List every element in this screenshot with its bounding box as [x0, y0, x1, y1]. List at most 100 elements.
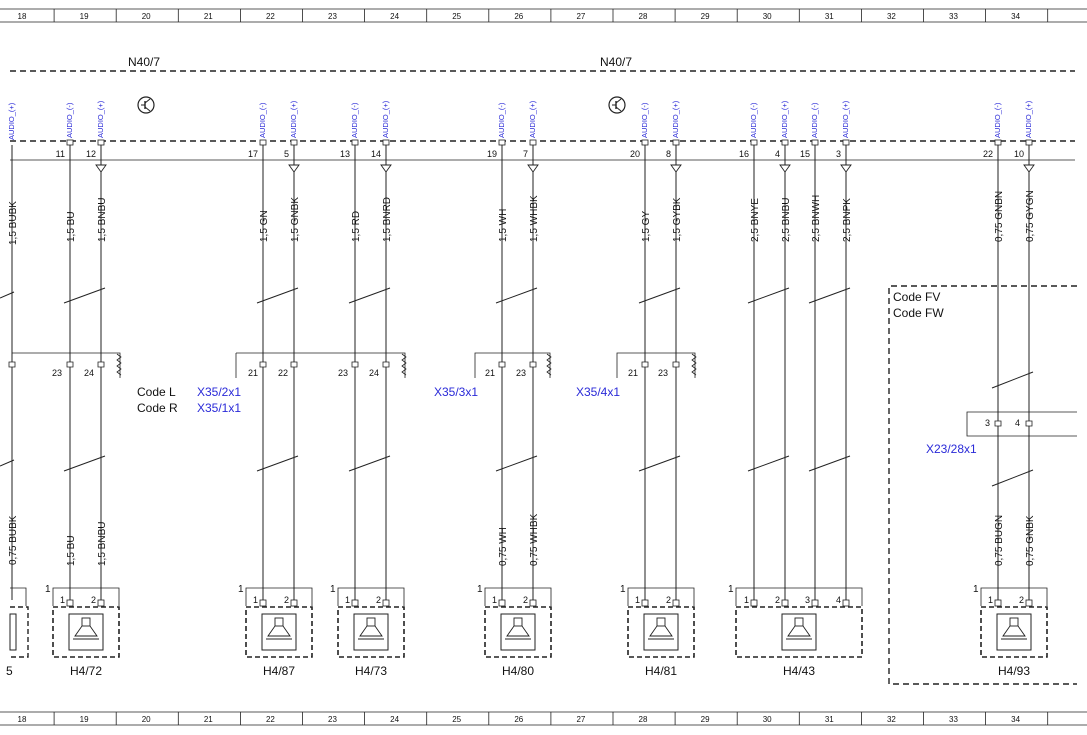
pin-number: 22: [983, 149, 993, 159]
pin-label: AUDIO_(-): [640, 102, 649, 138]
speaker-pin-label: 2: [1019, 595, 1024, 605]
triangle-marker-icon: [779, 164, 791, 173]
ruler-number: 33: [949, 715, 958, 724]
connector-pin-label: 23: [516, 368, 526, 378]
connector-pin: [97, 361, 105, 368]
pin-number: 14: [371, 149, 381, 159]
pin-label: AUDIO_(+): [528, 100, 537, 138]
twist-mark: [495, 287, 538, 304]
wire-label: 2,5 BNWH: [811, 195, 822, 242]
ruler-number: 29: [701, 12, 710, 21]
connector-pin: [1025, 420, 1033, 427]
speaker-icon: [500, 613, 536, 651]
speaker-corner-label: 1: [330, 584, 336, 595]
twist-mark: [638, 287, 681, 304]
pin-label: AUDIO_(-): [497, 102, 506, 138]
speaker-icon: [781, 613, 817, 651]
connector-pin: [290, 361, 298, 368]
wire-label: 1,5 GYBK: [672, 197, 683, 242]
speaker-pin-label: 4: [836, 595, 841, 605]
twist-mark: [348, 455, 391, 472]
connector-x35-1x1-label: X35/1x1: [197, 401, 241, 415]
connector-pin: [382, 361, 390, 368]
pin-number: 17: [248, 149, 258, 159]
connector-pin: [66, 361, 74, 368]
connector-x35-2x1-label: X35/2x1: [197, 385, 241, 399]
speaker-label: H4/87: [263, 664, 295, 678]
connector-pin-label: 24: [84, 368, 94, 378]
speaker-pin-label: 1: [60, 595, 65, 605]
connector-x35-4x1-label: X35/4x1: [576, 385, 620, 399]
connector-pin: [351, 361, 359, 368]
speaker-pin-label: 2: [284, 595, 289, 605]
speaker-pin-label: 2: [91, 595, 96, 605]
pin-number: 8: [666, 149, 671, 159]
speaker-corner-label: 1: [477, 584, 483, 595]
ruler-number: 31: [825, 12, 834, 21]
pin-label: AUDIO_(+): [1024, 100, 1033, 138]
connector-x23-28x1: 3 4 X23/28x1: [926, 411, 1077, 456]
pin-number: 19: [487, 149, 497, 159]
connector-pin-label: 23: [338, 368, 348, 378]
speaker-label: H4/80: [502, 664, 534, 678]
ruler-number: 33: [949, 12, 958, 21]
ruler-number: 18: [18, 715, 27, 724]
wire: 20 AUDIO_(-) 1,5 GY: [630, 102, 652, 600]
connector-pin-label: 21: [485, 368, 495, 378]
pin-number: 3: [836, 149, 841, 159]
twist-mark: [63, 287, 106, 304]
speaker-pin-label: 2: [775, 595, 780, 605]
connector-pin-label: 22: [278, 368, 288, 378]
speaker-pin-label: 1: [635, 595, 640, 605]
speaker-corner-label: 1: [973, 584, 979, 595]
speaker-label: 5: [6, 664, 13, 678]
pin-label: AUDIO_(+): [289, 100, 298, 138]
twist-mark: [747, 455, 790, 472]
wire-label: 1,5 GY: [641, 211, 652, 242]
speaker-label: H4/81: [645, 664, 677, 678]
speaker-icon: [643, 613, 679, 651]
code-fv-fw-region: Code FV Code FW: [888, 285, 1077, 685]
connector-pin: [498, 361, 506, 368]
pin-number: 16: [739, 149, 749, 159]
connector-x35-3x1-label: X35/3x1: [434, 385, 478, 399]
connector-pin: [994, 420, 1002, 427]
ruler-number: 18: [18, 12, 27, 21]
wire-label: 2,5 BNBU: [781, 198, 792, 242]
connector-x35-2x1: 23 24 21 22 23 24: [12, 352, 406, 378]
ruler-number: 26: [514, 12, 523, 21]
connector-x35-3x1: 21 23: [474, 352, 551, 378]
pin-label: AUDIO_(+): [381, 100, 390, 138]
pin-label: AUDIO_(-): [810, 102, 819, 138]
pin-number: 20: [630, 149, 640, 159]
transistor-icon: [608, 96, 626, 114]
ruler-number: 24: [390, 12, 399, 21]
speaker-label: H4/72: [70, 664, 102, 678]
pin-label: AUDIO_(-): [350, 102, 359, 138]
pin-label: AUDIO_(-): [993, 102, 1002, 138]
transistor-icon: [137, 96, 155, 114]
pin-number: 5: [284, 149, 289, 159]
wire-label: 2,5 BNPK: [842, 198, 853, 242]
ruler-number: 30: [763, 715, 772, 724]
ruler-number: 29: [701, 715, 710, 724]
connector-pin-label: 21: [628, 368, 638, 378]
ruler-number: 28: [639, 715, 648, 724]
speaker-pin-label: 2: [523, 595, 528, 605]
pin-number: 10: [1014, 149, 1024, 159]
ruler-number: 22: [266, 715, 275, 724]
ruler-number: 26: [514, 715, 523, 724]
